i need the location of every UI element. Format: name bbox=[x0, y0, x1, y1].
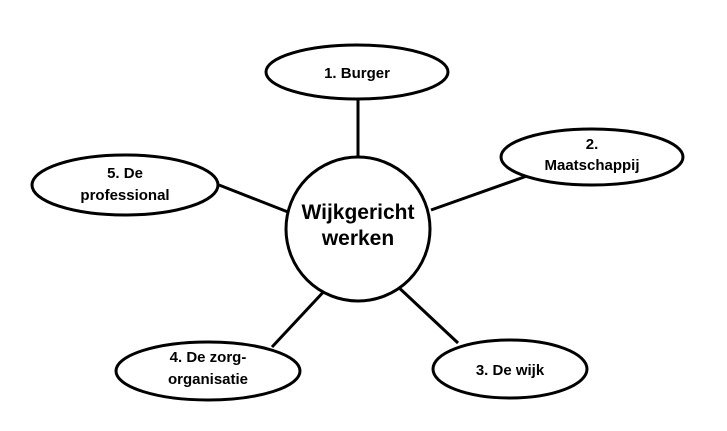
connector-professional bbox=[218, 183, 289, 214]
center-node-label-line1: Wijkgericht bbox=[302, 201, 415, 224]
node-professional: 5. De professional bbox=[30, 153, 220, 217]
node-maatschappij-label-line2: Maatschappij bbox=[544, 157, 639, 174]
center-node-label-line2: werken bbox=[321, 227, 394, 250]
node-burger: 1. Burger bbox=[264, 43, 450, 101]
node-zorgorganisatie-label-line2: organisatie bbox=[168, 371, 248, 388]
node-wijk-label: 3. De wijk bbox=[476, 362, 545, 379]
connector-maatschappij bbox=[430, 174, 528, 212]
node-professional-label-line1: 5. De bbox=[107, 165, 143, 182]
connector-wijk bbox=[393, 282, 460, 345]
node-maatschappij-label-line1: 2. bbox=[586, 136, 599, 153]
node-maatschappij: 2. Maatschappij bbox=[499, 127, 685, 187]
node-burger-label: 1. Burger bbox=[324, 65, 390, 82]
node-wijk: 3. De wijk bbox=[431, 338, 589, 400]
connector-zorgorganisatie bbox=[270, 285, 330, 349]
node-zorgorganisatie: 4. De zorg- organisatie bbox=[114, 340, 302, 402]
center-node: Wijkgericht werken bbox=[284, 155, 432, 303]
node-professional-label-line2: professional bbox=[80, 187, 169, 204]
node-zorgorganisatie-label-line1: 4. De zorg- bbox=[170, 349, 247, 366]
